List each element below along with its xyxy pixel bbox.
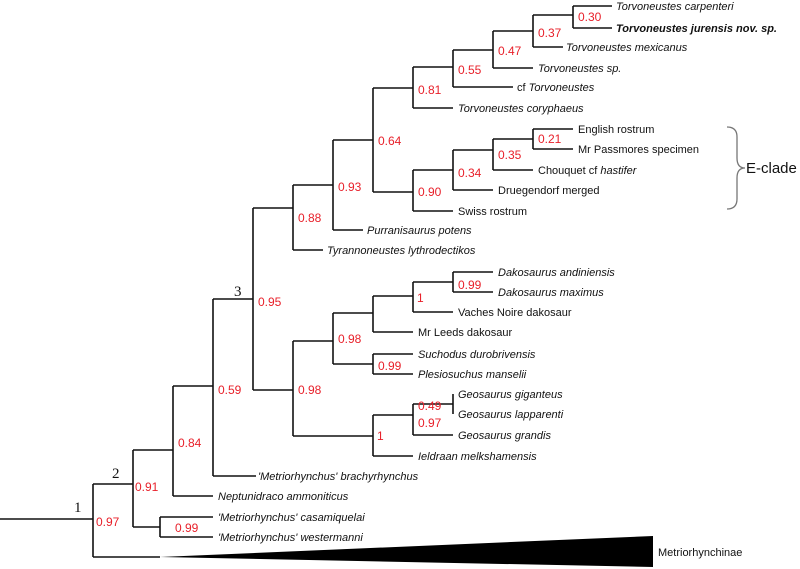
taxon-label: 'Metriorhynchus' brachyrhynchus (258, 471, 419, 483)
node-number: 2 (112, 466, 120, 482)
taxon-label: English rostrum (578, 124, 654, 136)
taxon-label: Torvoneustes mexicanus (566, 42, 688, 54)
taxon-label: Vaches Noire dakosaur (458, 307, 572, 319)
node-number: 3 (234, 284, 242, 300)
node-numbers: 1 2 3 (74, 284, 242, 516)
support-value: 0.64 (378, 134, 402, 148)
taxon-label: Plesiosuchus manselii (418, 369, 527, 381)
taxon-label: 'Metriorhynchus' westermanni (218, 532, 363, 544)
taxon-label: Neptunidraco ammoniticus (218, 491, 349, 503)
support-value: 0.55 (458, 63, 482, 77)
support-value: 0.91 (135, 480, 159, 494)
taxon-label: Torvoneustes sp. (538, 63, 621, 75)
support-value: 0.99 (378, 359, 402, 373)
taxon-label: Geosaurus grandis (458, 430, 551, 442)
taxon-labels: Torvoneustes carpenteri Torvoneustes jur… (218, 1, 777, 559)
node-number: 1 (74, 500, 82, 516)
taxon-label: Dakosaurus andiniensis (498, 267, 615, 279)
e-clade-bracket (726, 126, 746, 210)
taxon-label: Tyrannoneustes lythrodectikos (327, 245, 476, 257)
support-value: 0.95 (258, 295, 282, 309)
taxon-label: Mr Passmores specimen (578, 144, 699, 156)
support-value: 0.30 (578, 10, 602, 24)
support-value: 0.97 (418, 416, 442, 430)
tree-branches (0, 5, 612, 558)
support-value: 0.84 (178, 436, 202, 450)
taxon-label: Geosaurus giganteus (458, 389, 563, 401)
taxon-label: Chouquet cf hastifer (538, 165, 638, 177)
taxon-label: Torvoneustes coryphaeus (458, 103, 584, 115)
taxon-label: Geosaurus lapparenti (458, 409, 564, 421)
support-value: 0.81 (418, 83, 442, 97)
taxon-label: Mr Leeds dakosaur (418, 327, 512, 339)
taxon-label-prefix: cf (517, 82, 529, 94)
support-value: 0.37 (538, 26, 562, 40)
taxon-label: Metriorhynchinae (658, 547, 742, 559)
taxon-label: 'Metriorhynchus' casamiquelai (218, 512, 365, 524)
taxon-label: Purranisaurus potens (367, 225, 472, 237)
support-value: 1 (417, 291, 424, 305)
taxon-label-name: Torvoneustes (529, 82, 595, 94)
support-value: 0.49 (418, 399, 442, 413)
support-value: 0.34 (458, 166, 482, 180)
support-value: 0.98 (298, 383, 322, 397)
taxon-label: Suchodus durobrivensis (418, 349, 536, 361)
support-value: 0.35 (498, 148, 522, 162)
e-clade-label: E-clade (746, 160, 797, 177)
taxon-label: Ieldraan melkshamensis (418, 451, 537, 463)
support-value: 0.99 (458, 278, 482, 292)
taxon-label: Torvoneustes carpenteri (616, 1, 734, 13)
support-value: 0.88 (298, 211, 322, 225)
taxon-label: Druegendorf merged (498, 185, 600, 197)
support-value: 0.59 (218, 383, 242, 397)
taxon-label: Swiss rostrum (458, 206, 527, 218)
support-value: 1 (377, 429, 384, 443)
taxon-label-prefix: Chouquet cf (538, 165, 600, 177)
taxon-label: cf Torvoneustes (517, 82, 595, 94)
taxon-label: Torvoneustes jurensis nov. sp. (616, 23, 777, 35)
collapsed-clade-triangle (160, 536, 653, 567)
support-value: 0.98 (338, 332, 362, 346)
support-value: 0.90 (418, 185, 442, 199)
taxon-label: Dakosaurus maximus (498, 287, 604, 299)
support-value: 0.21 (538, 132, 562, 146)
support-value: 0.47 (498, 44, 522, 58)
support-value: 0.99 (175, 521, 199, 535)
support-value: 0.93 (338, 180, 362, 194)
support-value: 0.97 (96, 515, 120, 529)
support-values: 0.30 0.37 0.47 0.55 0.81 0.64 0.21 0.35 … (96, 10, 602, 535)
taxon-label-name: hastifer (600, 165, 637, 177)
